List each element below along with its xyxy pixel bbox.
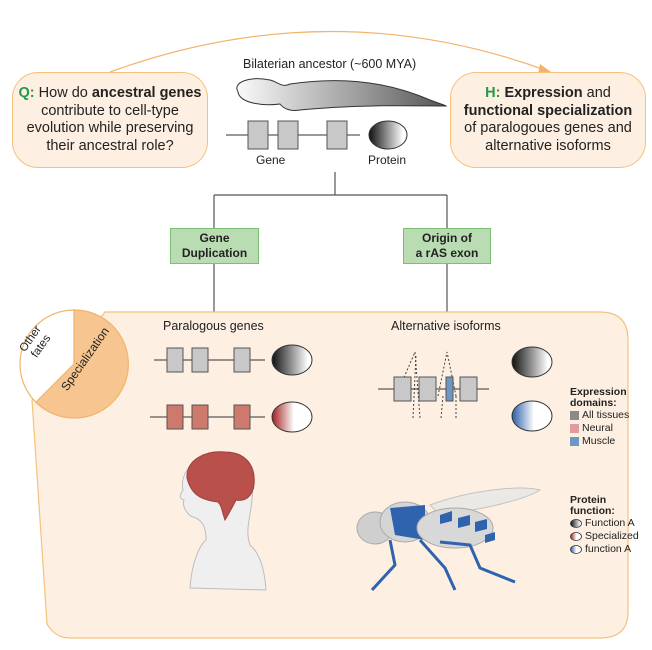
question-text-2: contribute to cell-type [41, 102, 179, 119]
question-text-3: evolution while preserving [26, 120, 194, 136]
ancestor-title: Bilaterian ancestor (~600 MYA) [243, 57, 417, 71]
legend-function-a: Function A [570, 517, 639, 530]
protein-label: Protein [368, 153, 407, 167]
ancestral-gene-icon [226, 120, 360, 150]
isoform-protein-specialized-icon [511, 400, 553, 432]
specialization-panel [31, 311, 629, 639]
hypothesis-text-4: alternative isoforms [485, 137, 611, 154]
legend-specialized-function-a: function A [570, 543, 639, 556]
fly-muscle-icon [356, 487, 542, 592]
ras-exon-line2: a rAS exon [415, 246, 479, 260]
question-text-4: their ancestral role? [46, 137, 174, 154]
human-brain-icon [179, 451, 267, 591]
isoform-protein-function-a-icon [511, 346, 553, 378]
protein-gray-icon [570, 519, 582, 528]
bilaterian-worm-icon [236, 78, 448, 111]
hypothesis-bold-1: Expression [504, 85, 583, 101]
protein-red-icon [570, 532, 582, 541]
gene-label: Gene [256, 153, 286, 167]
question-prefix: Q: [18, 85, 35, 101]
legend-neural: Neural [570, 422, 629, 435]
question-to-hypothesis-arrow [109, 30, 546, 73]
protein-blue-icon [570, 545, 582, 554]
paralog-protein-function-a-icon [271, 344, 313, 376]
question-text-1: How do [38, 85, 92, 101]
paralog-gene-neural-icon [150, 404, 265, 430]
arrow-head-icon [538, 64, 551, 74]
ras-exon-line1: Origin of [421, 231, 472, 245]
paralog-protein-specialized-icon [271, 401, 313, 433]
legend-all-tissues: All tissues [570, 409, 629, 422]
legend-specialized: Specialized [570, 530, 639, 543]
gene-duplication-line2: Duplication [181, 246, 248, 260]
hypothesis-bubble: H: Expression and functional specializat… [450, 72, 646, 168]
isoform-gene-icon [378, 351, 489, 419]
swatch-neural [570, 424, 579, 433]
swatch-all-tissues [570, 411, 579, 420]
fate-pie-chart [19, 309, 129, 419]
tree-connectors [213, 172, 448, 312]
question-bubble: Q: How do ancestral genes contribute to … [12, 72, 208, 168]
hypothesis-prefix: H: [485, 85, 501, 101]
gene-duplication-line1: Gene [199, 231, 230, 245]
swatch-muscle [570, 437, 579, 446]
hypothesis-bold-2: functional specialization [463, 102, 633, 119]
hypothesis-text-1: and [582, 85, 611, 101]
paralog-gene-ancestral-icon [154, 347, 265, 373]
pie-specialization [35, 309, 129, 419]
paralogous-genes-title: Paralogous genes [163, 319, 264, 333]
legend-muscle: Muscle [570, 435, 629, 448]
question-bold: ancestral genes [91, 85, 202, 101]
alternative-isoforms-title: Alternative isoforms [391, 319, 501, 333]
hypothesis-text-3: of paralogoues genes and [464, 120, 632, 136]
ancestral-protein-icon [368, 120, 408, 150]
